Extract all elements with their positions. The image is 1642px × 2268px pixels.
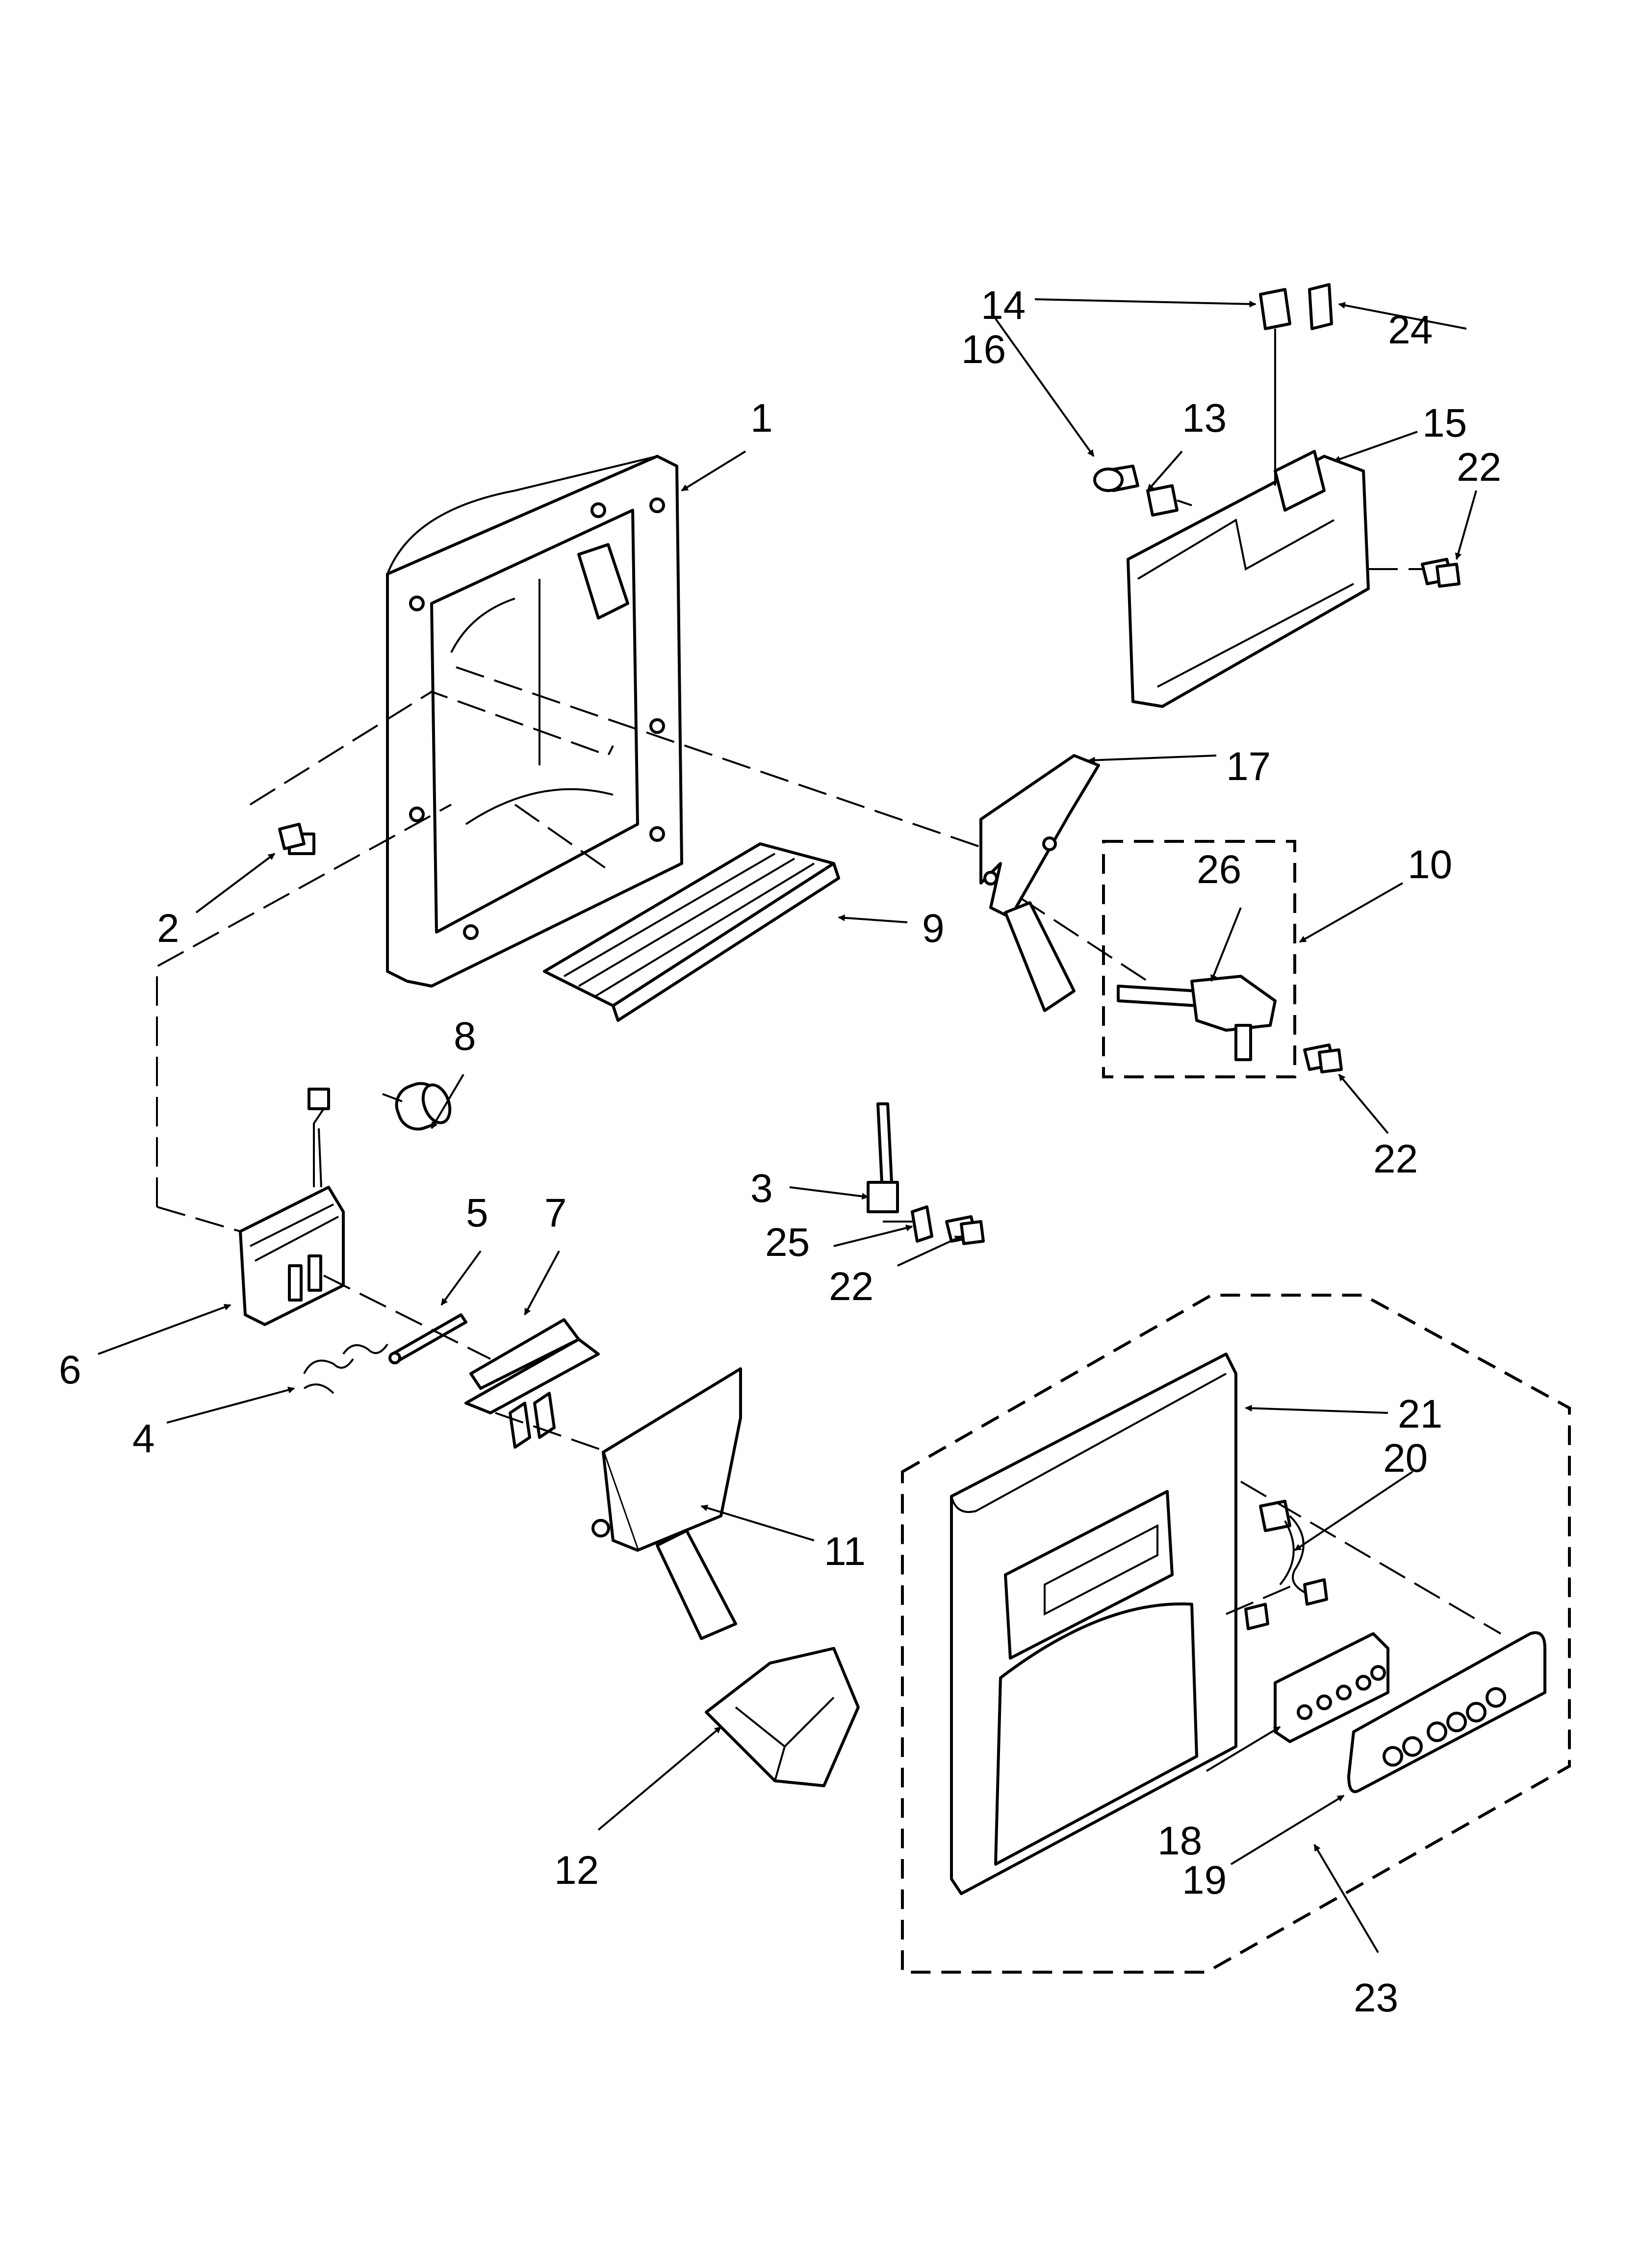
- part-21-dispenser-cover: [950, 1353, 1237, 1895]
- callout-22-lower: 22: [829, 1264, 873, 1309]
- part-9-drip-tray: [543, 842, 840, 1022]
- leader-lines: [98, 298, 1477, 1954]
- part-24-switch-insulator: [1308, 283, 1333, 330]
- callout-18: 18: [1157, 1819, 1202, 1863]
- callout-22-top: 22: [1457, 445, 1501, 490]
- callout-15: 15: [1422, 401, 1467, 445]
- callout-5: 5: [466, 1191, 488, 1235]
- callout-13: 13: [1182, 396, 1227, 441]
- part-12-chute-cup: [705, 1647, 860, 1787]
- callout-12: 12: [554, 1848, 599, 1893]
- callout-6: 6: [59, 1348, 81, 1392]
- part-20-wire-harness: [1244, 1500, 1328, 1630]
- part-13-lamp-socket: [1146, 484, 1192, 517]
- callout-14: 14: [981, 283, 1026, 328]
- part-7-bracket: [464, 1318, 600, 1449]
- callout-1: 1: [750, 396, 773, 441]
- part-6-solenoid: [239, 1088, 345, 1326]
- callout-4: 4: [132, 1416, 155, 1461]
- callout-3: 3: [750, 1166, 773, 1211]
- part-15-dispenser-bracket: [1127, 450, 1370, 708]
- callout-22-right: 22: [1373, 1137, 1418, 1181]
- part-23-group-box: [901, 1294, 1571, 1974]
- callout-2: 2: [157, 906, 180, 951]
- callout-7: 7: [544, 1191, 567, 1235]
- callout-24: 24: [1388, 308, 1433, 352]
- part-19-control-panel-overlay: [1347, 1631, 1546, 1793]
- part-25-insulator: [911, 1205, 933, 1243]
- callout-23: 23: [1354, 1976, 1398, 2020]
- callout-labels: 1 2 3 4 5 6 7 8 9 10 11 12 13 14 15 16 1…: [59, 283, 1501, 2020]
- callout-16: 16: [961, 327, 1006, 372]
- callout-17: 17: [1226, 744, 1271, 789]
- assembly-lines: [156, 568, 1502, 1635]
- callout-25: 25: [765, 1220, 810, 1265]
- part-22-screw-right: [1303, 1043, 1343, 1073]
- callout-26: 26: [1197, 847, 1241, 892]
- part-1-dispenser-housing: [386, 455, 683, 988]
- part-16-lamp-bulb: [1093, 465, 1139, 492]
- callout-20: 20: [1383, 1436, 1428, 1481]
- callout-10: 10: [1408, 842, 1452, 887]
- part-2-screw: [278, 823, 315, 855]
- part-11-flapper: [591, 1367, 742, 1640]
- part-4-spring: [303, 1343, 388, 1394]
- part-22-screw-top: [1421, 558, 1461, 588]
- callout-8: 8: [454, 1014, 476, 1059]
- callout-11: 11: [824, 1529, 866, 1574]
- part-5-rod: [388, 1313, 467, 1364]
- part-10-group-box: [1102, 840, 1296, 1078]
- callout-21: 21: [1398, 1392, 1442, 1436]
- callout-9: 9: [922, 906, 945, 951]
- part-14-micro-switch: [1259, 288, 1291, 486]
- part-8-motor: [382, 1082, 452, 1131]
- part-22-screw-lower: [945, 1215, 985, 1245]
- callout-19: 19: [1182, 1858, 1227, 1903]
- part-26-actuator-arm: [1117, 975, 1277, 1061]
- part-3-switch-blade: [867, 1102, 899, 1213]
- part-17-lever: [979, 754, 1100, 1012]
